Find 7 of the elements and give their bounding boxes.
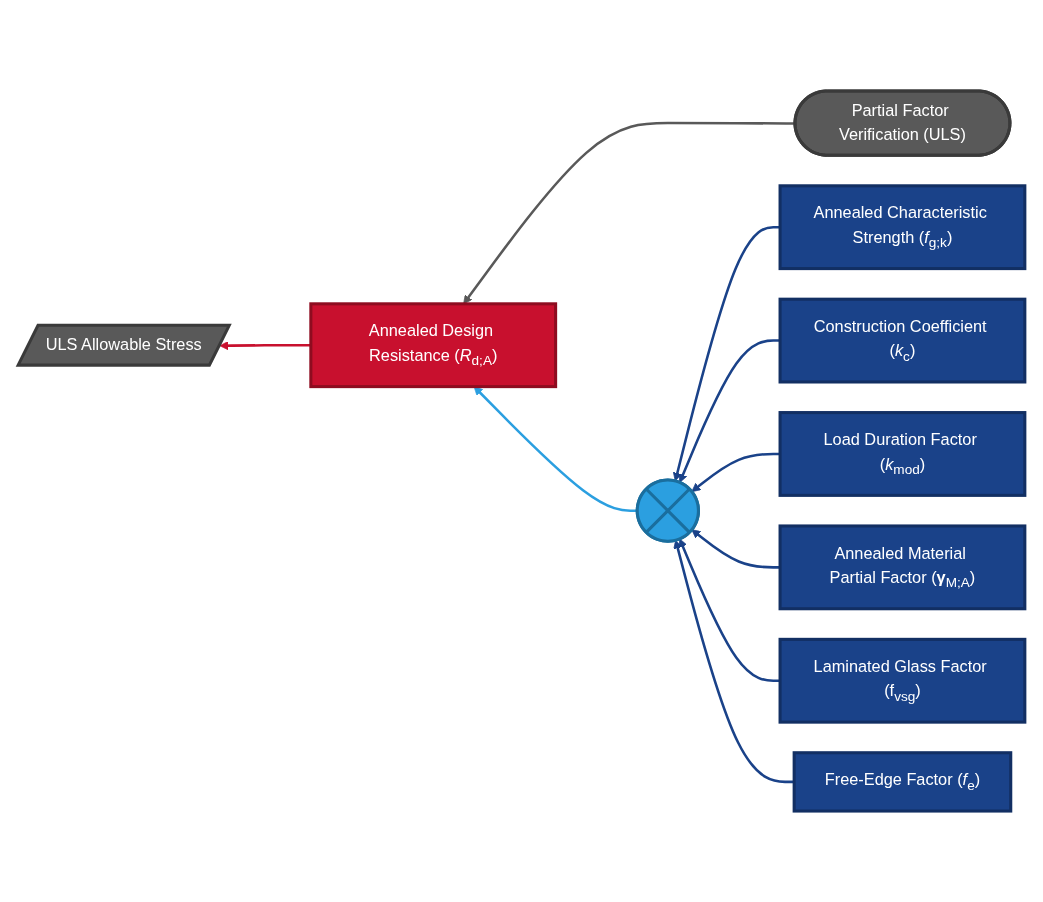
node-box: Annealed Material Partial Factor (γ$_{M;A}$) xyxy=(778,524,1027,611)
node-box: Construction Coefficient (k$_{c}$) xyxy=(778,297,1027,384)
node-box: Free-Edge Factor (f$_{e}$) xyxy=(792,751,1013,813)
node-box: Annealed Characteristic Strength (f$_{g;k}$) xyxy=(778,184,1027,271)
node-box: Annealed Design Resistance (R$_{d;A}$) xyxy=(309,302,558,389)
node-box: Load Duration Factor (k$_{mod}$) xyxy=(778,411,1027,497)
node-box: Laminated Glass Factor (f$_{vsg}$) xyxy=(778,637,1027,724)
